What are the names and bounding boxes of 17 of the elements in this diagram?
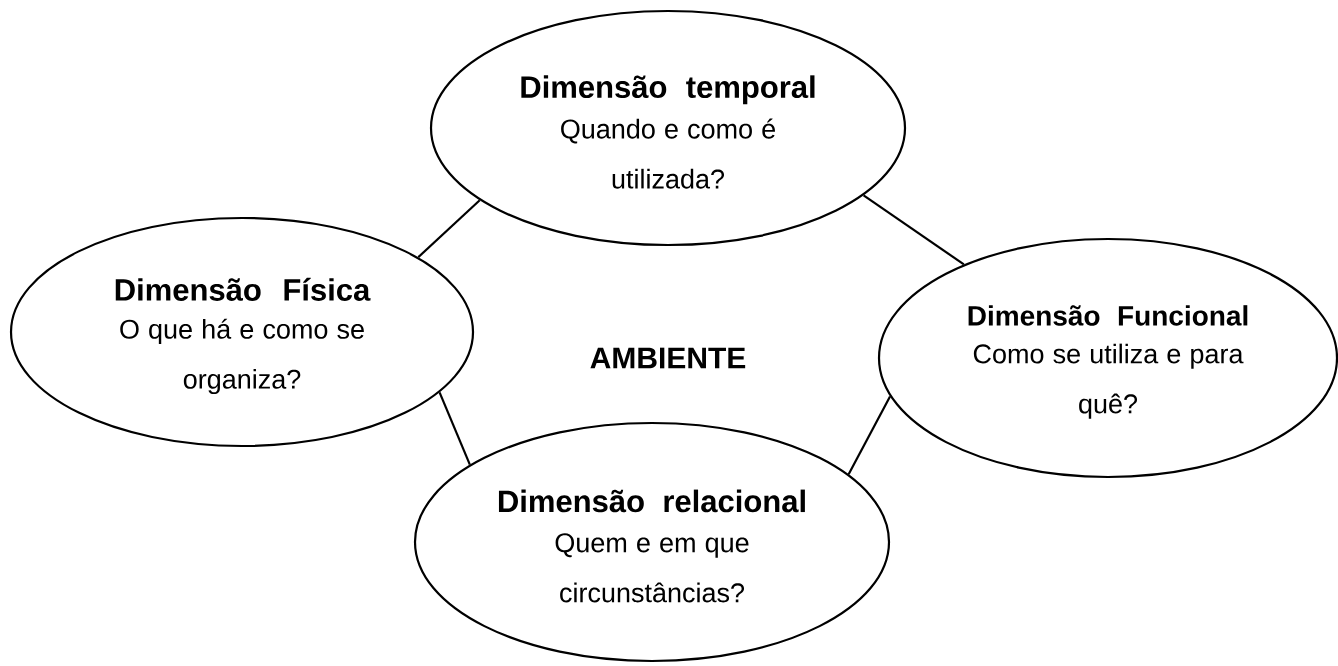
- node-label: Dimensão Funcional: [968, 305, 1248, 326]
- connector-line: [417, 199, 481, 258]
- node-label: Como se utiliza e para quê?: [973, 343, 1244, 419]
- center-label: AMBIENTE: [590, 347, 746, 369]
- connector-line: [847, 395, 891, 475]
- connector-line: [438, 391, 471, 466]
- connector-line: [862, 194, 965, 266]
- ellipse-node: [9, 216, 475, 448]
- ellipse-node: [877, 237, 1338, 479]
- node-label: Dimensão Física: [115, 277, 371, 301]
- ellipse-node: [429, 9, 907, 247]
- node-label: Quando e como é utilizada?: [561, 118, 775, 189]
- ellipse-node: [413, 421, 891, 663]
- node-label: O que há e como se organiza?: [120, 318, 364, 395]
- node-label: Quem e em que circunstâncias?: [555, 533, 749, 603]
- node-label: Dimensão temporal: [521, 75, 815, 105]
- node-label: Dimensão relacional: [498, 489, 805, 513]
